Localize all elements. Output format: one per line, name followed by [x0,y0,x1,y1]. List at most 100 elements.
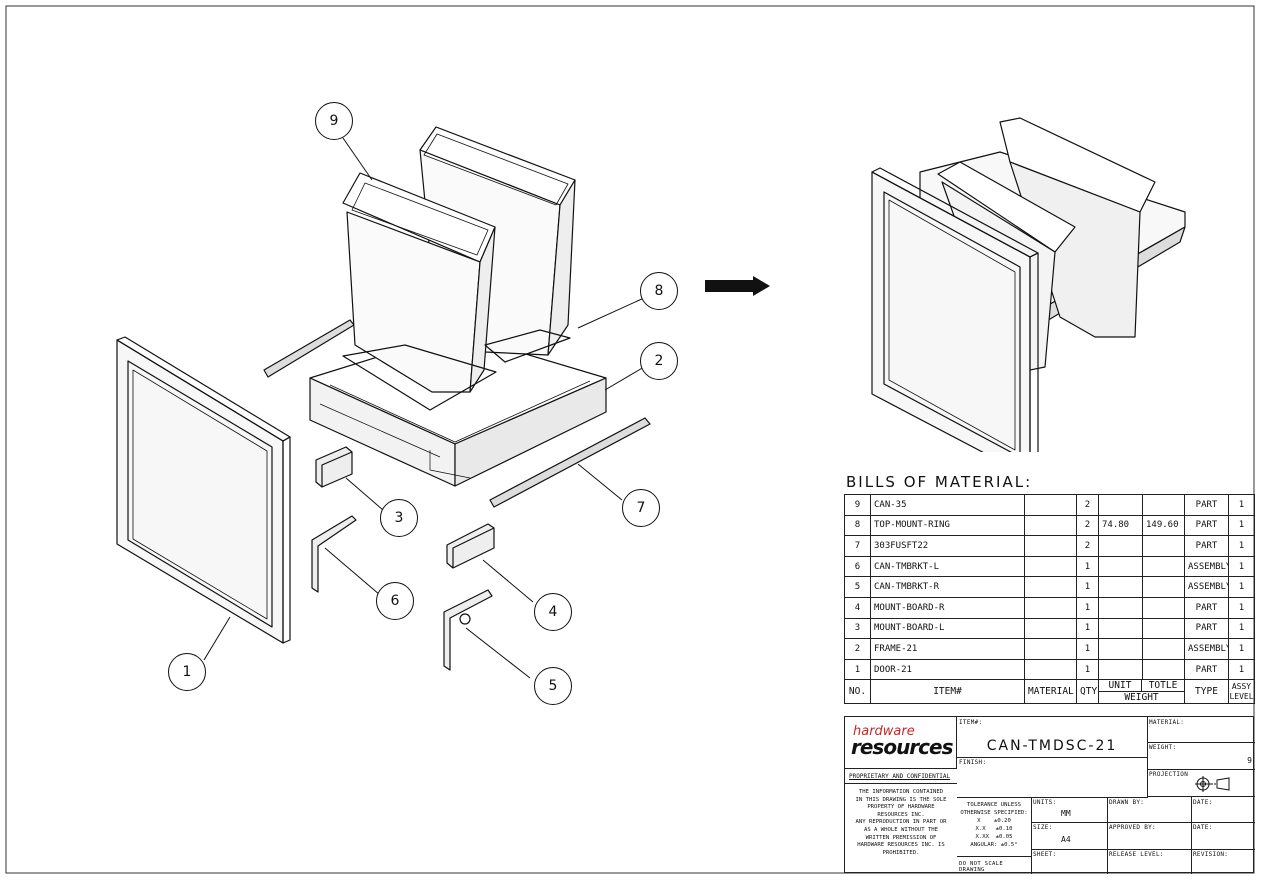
bom-cell-unit [1098,658,1143,681]
balloon-8: 8 [640,272,678,310]
bom-cell-assy: 1 [1228,658,1255,681]
bom-cell-no: 8 [844,514,871,537]
bom-cell-item: DOOR-21 [870,658,1025,681]
release-level-cell: RELEASE LEVEL: [1107,849,1192,874]
bom-cell-no: 5 [844,576,871,598]
bom-cell-material [1024,658,1077,681]
bom-cell-material [1024,596,1077,619]
bom-cell-item: CAN-TMBRKT-R [870,576,1025,598]
bom-cell-item: FRAME-21 [870,638,1025,660]
balloon-6: 6 [376,582,414,620]
bom-cell-no: 7 [844,535,871,557]
bom-cell-unit [1098,638,1143,660]
bom-header-weight: UNIT TOTLE WEIGHT [1098,679,1185,705]
bom-cell-qty: 1 [1076,638,1099,660]
balloon-9: 9 [315,102,353,140]
assembled-view [871,117,1186,452]
bom-cell-assy: 1 [1228,617,1255,640]
bom-cell-type: PART [1184,658,1229,681]
finish-cell: FINISH: [957,757,1148,798]
mount-board-parts [315,446,495,569]
bom-cell-no: 4 [844,596,871,619]
bom-cell-qty: 1 [1076,596,1099,619]
bom-header-unit: UNIT [1100,680,1142,692]
bracket-parts [311,515,493,671]
units-cell: UNITS: MM [1031,797,1108,823]
bom-cell-unit [1098,576,1143,598]
bom-cell-qty: 1 [1076,658,1099,681]
bom-cell-item: CAN-35 [870,494,1025,516]
bom-cell-qty: 2 [1076,494,1099,516]
exploded-view [116,126,770,679]
bom-header-total: TOTLE [1148,680,1178,692]
bom-cell-type: PART [1184,494,1229,516]
bom-cell-material [1024,555,1077,578]
bom-cell-type: PART [1184,596,1229,619]
bom-cell-assy: 1 [1228,555,1255,578]
logo-area: hardware resources [845,717,957,769]
item-cell: ITEM#: CAN-TMDSC-21 [957,717,1148,758]
bom-cell-material [1024,638,1077,660]
item-number: CAN-TMDSC-21 [986,738,1118,754]
bom-cell-qty: 2 [1076,535,1099,557]
bom-header-type: TYPE [1184,679,1229,705]
bom-header-no: NO. [844,679,871,705]
can-parts [342,126,576,393]
bom-header-item: ITEM# [870,679,1025,705]
revision-cell: REVISION: [1193,851,1229,858]
bom-cell-no: 1 [844,658,871,681]
bom-cell-no: 9 [844,494,871,516]
bom-title: BILLS OF MATERIAL: [846,473,1033,491]
sheet-cell: SHEET: [1031,849,1108,874]
bom-cell-total [1142,658,1185,681]
bom-cell-item: MOUNT-BOARD-L [870,617,1025,640]
bom-cell-qty: 1 [1076,617,1099,640]
bom-cell-item: 303FUSFT22 [870,535,1025,557]
bom-cell-item: MOUNT-BOARD-R [870,596,1025,619]
bom-cell-assy: 1 [1228,535,1255,557]
weight-cell: WEIGHT: 9 [1147,742,1255,770]
bom-cell-total: 149.60 [1142,514,1185,537]
door-part [116,336,291,644]
bom-header-material: MATERIAL [1024,679,1077,705]
bom-cell-material [1024,617,1077,640]
bom-cell-type: PART [1184,514,1229,537]
balloon-1: 1 [168,653,206,691]
bom-cell-material [1024,535,1077,557]
balloon-3: 3 [380,499,418,537]
bom-cell-unit [1098,617,1143,640]
logo-bottom-text: resources [851,735,953,759]
bom-cell-no: 2 [844,638,871,660]
bom-cell-unit: 74.80 [1098,514,1143,537]
bom-cell-item: CAN-TMBRKT-L [870,555,1025,578]
balloon-2: 2 [640,342,678,380]
bom-cell-material [1024,576,1077,598]
bom-cell-unit [1098,535,1143,557]
bom-cell-total [1142,494,1185,516]
bom-cell-total [1142,576,1185,598]
bom-cell-qty: 1 [1076,555,1099,578]
bom-header-row: NO. ITEM# MATERIAL QTY UNIT TOTLE WEIGHT… [844,679,1255,705]
bom-cell-total [1142,596,1185,619]
bom-cell-type: PART [1184,617,1229,640]
bom-cell-type: ASSEMBLY [1184,638,1229,660]
arrow-icon [705,276,770,296]
drawn-by-cell: DRAWN BY: [1107,797,1192,823]
balloon-7: 7 [622,489,660,527]
date-cell: DATE: [1191,797,1255,823]
balloon-5: 5 [534,667,572,705]
bom-cell-total [1142,638,1185,660]
bom-cell-no: 3 [844,617,871,640]
bom-cell-material [1024,514,1077,537]
bom-cell-assy: 1 [1228,514,1255,537]
title-block: hardware resources PROPRIETARY AND CONFI… [844,716,1255,874]
